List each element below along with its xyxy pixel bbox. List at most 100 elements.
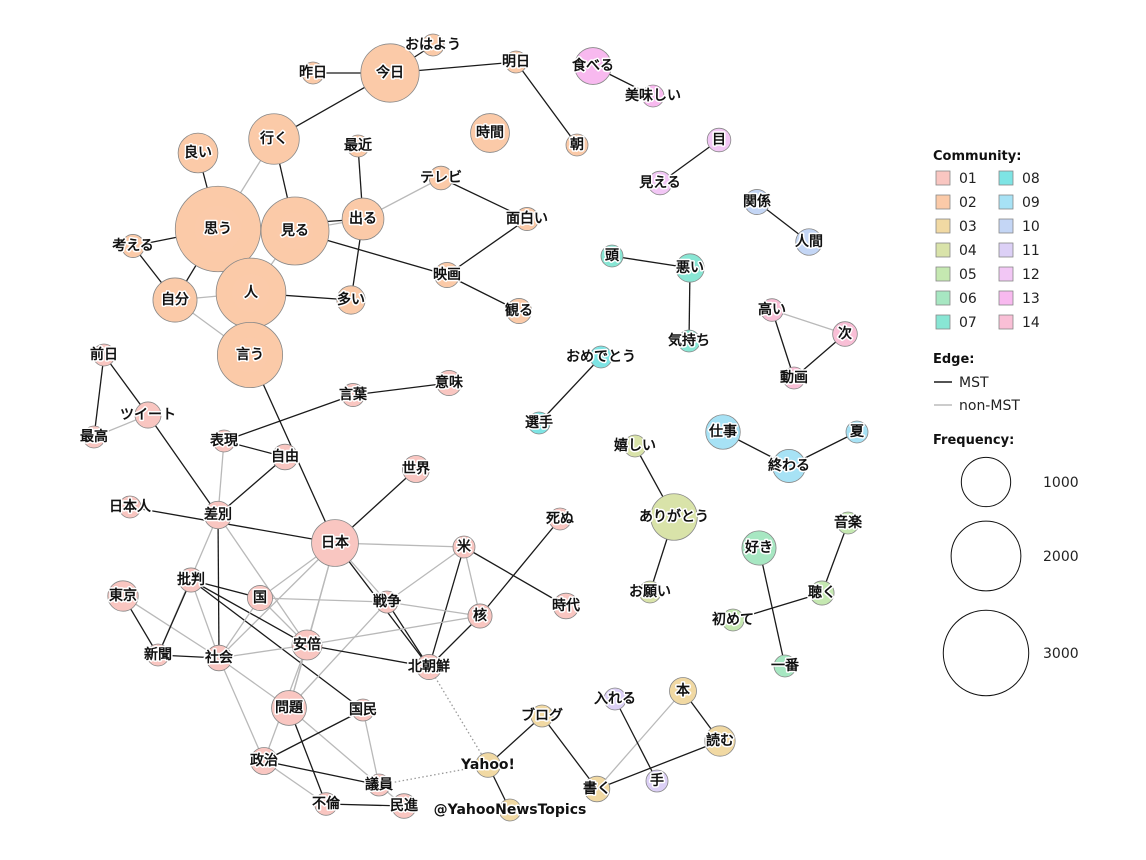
- node-意味[interactable]: 意味: [434, 370, 465, 396]
- node-頭[interactable]: 頭: [600, 244, 624, 268]
- node-聴く[interactable]: 聴く: [807, 580, 838, 606]
- node-時代[interactable]: 時代: [551, 592, 582, 620]
- node-社会[interactable]: 社会: [203, 644, 235, 672]
- node-自由[interactable]: 自由: [270, 443, 301, 471]
- node-安倍[interactable]: 安倍: [292, 629, 323, 661]
- node-入れる[interactable]: 入れる: [593, 687, 638, 711]
- node-嬉しい[interactable]: 嬉しい: [613, 434, 658, 458]
- node-明日[interactable]: 明日: [501, 50, 532, 74]
- node-終わる[interactable]: 終わる: [767, 449, 812, 483]
- legend-community-label: 09: [1022, 195, 1040, 211]
- node-北朝鮮[interactable]: 北朝鮮: [407, 654, 452, 680]
- node-テレビ[interactable]: テレビ: [419, 165, 464, 191]
- node-ブログ[interactable]: ブログ: [520, 704, 565, 728]
- node-米[interactable]: 米: [452, 535, 476, 559]
- node-美味しい[interactable]: 美味しい: [624, 84, 683, 108]
- node-Yahoo[interactable]: Yahoo!: [459, 752, 516, 778]
- node-前日[interactable]: 前日: [89, 343, 120, 367]
- node-書く[interactable]: 書く: [582, 775, 613, 803]
- node-次[interactable]: 次: [832, 321, 858, 347]
- node-label: 初めて: [712, 611, 754, 628]
- node-見る[interactable]: 見る: [260, 196, 330, 266]
- node-label: 国: [253, 590, 267, 606]
- node-国民[interactable]: 国民: [348, 698, 379, 722]
- node-問題[interactable]: 問題: [271, 690, 307, 726]
- node-死ぬ[interactable]: 死ぬ: [544, 507, 576, 531]
- node-読む[interactable]: 読む: [704, 725, 736, 757]
- node-高い[interactable]: 高い: [757, 298, 788, 322]
- node-関係[interactable]: 関係: [742, 189, 773, 215]
- node-circle: [360, 43, 420, 103]
- node-label: 前日: [90, 346, 118, 363]
- node-行く[interactable]: 行く: [248, 113, 300, 165]
- node-日本[interactable]: 日本: [311, 519, 359, 567]
- node-label: 戦争: [373, 593, 401, 610]
- node-自分[interactable]: 自分: [152, 277, 198, 323]
- node-お願い[interactable]: お願い: [628, 580, 673, 604]
- node-今日[interactable]: 今日: [360, 43, 420, 103]
- node-手[interactable]: 手: [645, 769, 669, 793]
- node-見える[interactable]: 見える: [637, 170, 682, 196]
- node-音楽[interactable]: 音楽: [833, 511, 864, 535]
- node-本[interactable]: 本: [669, 677, 697, 705]
- node-表現[interactable]: 表現: [208, 429, 240, 453]
- node-label: 選手: [525, 414, 553, 431]
- node-昨日[interactable]: 昨日: [298, 61, 329, 85]
- node-観る[interactable]: 観る: [504, 298, 535, 324]
- node-東京[interactable]: 東京: [107, 580, 139, 612]
- node-label: 見る: [280, 223, 309, 239]
- node-仕事[interactable]: 仕事: [705, 414, 741, 450]
- node-ツイート[interactable]: ツイート: [119, 401, 178, 429]
- node-映画[interactable]: 映画: [432, 262, 463, 288]
- node-一番[interactable]: 一番: [770, 654, 801, 678]
- node-考える[interactable]: 考える: [111, 234, 155, 258]
- node-選手[interactable]: 選手: [524, 411, 555, 435]
- node-気持ち[interactable]: 気持ち: [667, 329, 712, 353]
- node-おはよう[interactable]: おはよう: [404, 33, 463, 57]
- node-世界[interactable]: 世界: [401, 455, 432, 483]
- node-良い[interactable]: 良い: [177, 132, 219, 174]
- node-思う[interactable]: 思う: [174, 185, 262, 273]
- node-label: 表現: [209, 432, 238, 449]
- node-circle: [152, 277, 198, 323]
- node-議員[interactable]: 議員: [364, 773, 395, 797]
- node-差別[interactable]: 差別: [203, 500, 234, 530]
- node-朝[interactable]: 朝: [565, 133, 589, 157]
- node-最高[interactable]: 最高: [79, 425, 110, 449]
- node-最近[interactable]: 最近: [343, 134, 374, 158]
- node-核[interactable]: 核: [467, 603, 493, 629]
- node-ありがとう[interactable]: ありがとう: [638, 493, 711, 541]
- node-言う[interactable]: 言う: [216, 321, 284, 389]
- node-label: 明日: [502, 54, 530, 70]
- edge-問題-議員: [288, 707, 380, 786]
- node-circle: [428, 165, 454, 191]
- node-circle: [467, 603, 493, 629]
- node-おめでとう[interactable]: おめでとう: [565, 345, 638, 369]
- node-批判[interactable]: 批判: [176, 567, 207, 593]
- node-目[interactable]: 目: [706, 127, 732, 153]
- node-戦争[interactable]: 戦争: [372, 590, 403, 614]
- node-新聞[interactable]: 新聞: [143, 643, 174, 667]
- node-人[interactable]: 人: [215, 257, 287, 329]
- node-悪い[interactable]: 悪い: [675, 253, 706, 283]
- node-政治[interactable]: 政治: [249, 747, 280, 775]
- node-多い[interactable]: 多い: [336, 285, 367, 315]
- node-circle: [351, 698, 375, 722]
- node-YahooNewsTopics[interactable]: @YahooNewsTopics: [432, 798, 588, 822]
- node-夏[interactable]: 夏: [845, 420, 869, 444]
- node-民進[interactable]: 民進: [389, 793, 420, 819]
- node-面白い[interactable]: 面白い: [505, 207, 550, 231]
- node-出る[interactable]: 出る: [341, 197, 385, 241]
- node-言葉[interactable]: 言葉: [338, 383, 369, 407]
- node-好き[interactable]: 好き: [741, 530, 777, 566]
- node-label: 美味しい: [625, 87, 681, 104]
- node-初めて[interactable]: 初めて: [711, 608, 756, 632]
- node-不倫[interactable]: 不倫: [311, 792, 342, 816]
- node-動画[interactable]: 動画: [779, 366, 810, 390]
- node-人間[interactable]: 人間: [794, 228, 825, 256]
- node-時間[interactable]: 時間: [470, 113, 510, 153]
- node-国[interactable]: 国: [247, 585, 273, 611]
- node-日本人[interactable]: 日本人: [108, 495, 153, 519]
- node-食べる[interactable]: 食べる: [571, 47, 616, 85]
